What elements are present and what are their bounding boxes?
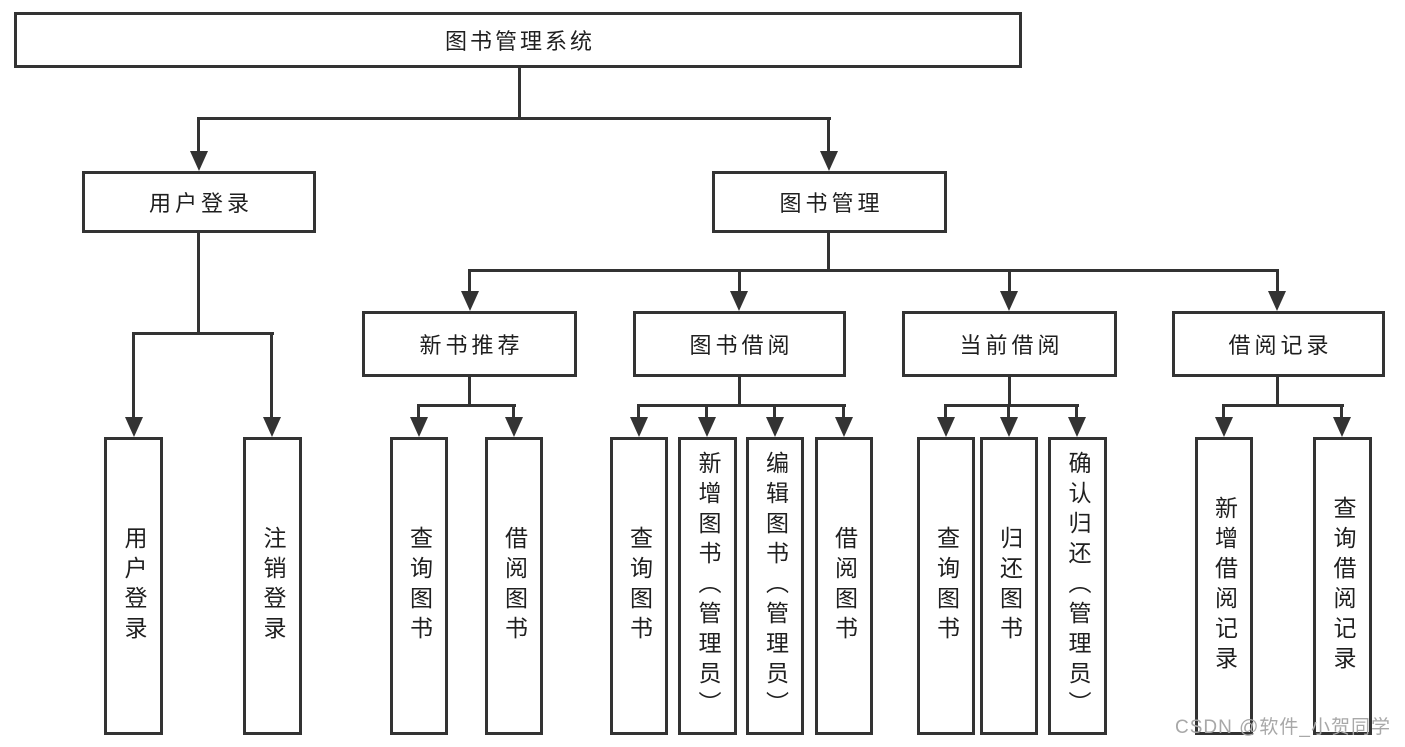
connector-line: [270, 332, 273, 419]
connector-line: [944, 404, 947, 419]
arrowhead-icon: [1000, 291, 1018, 311]
leaf-edit-books-admin: 编辑图书（管理员）: [746, 437, 804, 735]
arrowhead-icon: [820, 151, 838, 171]
connector-line: [738, 269, 741, 293]
leaf-add-borrow-record: 新增借阅记录: [1195, 437, 1253, 735]
node-label: 借阅图书: [501, 526, 528, 646]
connector-line: [944, 404, 1079, 407]
connector-line: [1222, 404, 1344, 407]
node-label: 用户登录: [148, 191, 253, 216]
node-label: 确认归还（管理员）: [1065, 451, 1091, 721]
connector-line: [1075, 404, 1078, 419]
leaf-return-books: 归还图书: [980, 437, 1038, 735]
node-label: 查询图书: [406, 526, 433, 646]
node-label: 归还图书: [996, 526, 1023, 646]
node-user-login: 用户登录: [82, 171, 316, 233]
arrowhead-icon: [1000, 417, 1018, 437]
node-borrowing-records: 借阅记录: [1172, 311, 1385, 377]
node-label: 查询图书: [626, 526, 653, 646]
node-label: 图书管理系统: [444, 29, 595, 54]
node-label: 新增图书（管理员）: [695, 451, 721, 721]
connector-line: [773, 404, 776, 419]
arrowhead-icon: [698, 417, 716, 437]
leaf-borrow-books: 借阅图书: [815, 437, 873, 735]
connector-line: [637, 404, 846, 407]
node-label: 借阅图书: [831, 526, 858, 646]
connector-line: [738, 377, 741, 407]
node-label: 当前借阅: [959, 333, 1064, 358]
arrowhead-icon: [937, 417, 955, 437]
connector-line: [197, 117, 200, 153]
arrowhead-icon: [263, 417, 281, 437]
connector-line: [468, 377, 471, 407]
node-label: 编辑图书（管理员）: [762, 451, 789, 721]
connector-line: [827, 233, 830, 272]
arrowhead-icon: [1333, 417, 1351, 437]
node-label: 查询借阅记录: [1330, 496, 1356, 676]
arrowhead-icon: [1268, 291, 1286, 311]
connector-line: [1222, 404, 1225, 419]
node-label: 新增借阅记录: [1211, 496, 1238, 676]
connector-line: [1007, 404, 1010, 419]
connector-line: [417, 404, 420, 419]
connector-line: [518, 66, 521, 119]
connector-line: [842, 404, 845, 419]
arrowhead-icon: [125, 417, 143, 437]
node-label: 借阅记录: [1228, 333, 1333, 358]
arrowhead-icon: [190, 151, 208, 171]
leaf-user-login: 用户登录: [104, 437, 163, 735]
arrowhead-icon: [461, 291, 479, 311]
node-label: 图书管理: [779, 191, 884, 216]
connector-line: [468, 269, 471, 293]
node-label: 用户登录: [121, 526, 147, 646]
node-new-book-recommendation: 新书推荐: [362, 311, 577, 377]
connector-line: [1008, 377, 1011, 407]
connector-line: [1008, 269, 1011, 293]
arrowhead-icon: [505, 417, 523, 437]
arrowhead-icon: [730, 291, 748, 311]
leaf-query-books-recommend: 查询图书: [390, 437, 448, 735]
connector-line: [827, 117, 830, 153]
connector-line: [1340, 404, 1343, 419]
arrowhead-icon: [1068, 417, 1086, 437]
leaf-query-borrow-record: 查询借阅记录: [1313, 437, 1372, 735]
connector-line: [705, 404, 708, 419]
connector-line: [468, 269, 1279, 272]
connector-line: [132, 332, 274, 335]
arrowhead-icon: [410, 417, 428, 437]
node-label: 查询图书: [933, 526, 960, 646]
connector-line: [1276, 269, 1279, 293]
node-current-borrowing: 当前借阅: [902, 311, 1117, 377]
leaf-add-books-admin: 新增图书（管理员）: [678, 437, 737, 735]
leaf-query-books-current: 查询图书: [917, 437, 975, 735]
arrowhead-icon: [630, 417, 648, 437]
connector-line: [197, 233, 200, 335]
connector-line: [512, 404, 515, 419]
node-book-borrowing: 图书借阅: [633, 311, 846, 377]
leaf-borrow-books-recommend: 借阅图书: [485, 437, 543, 735]
node-label: 新书推荐: [419, 333, 524, 358]
node-library-management-system: 图书管理系统: [14, 12, 1022, 68]
connector-line: [197, 117, 831, 120]
leaf-confirm-return-admin: 确认归还（管理员）: [1048, 437, 1107, 735]
arrowhead-icon: [766, 417, 784, 437]
leaf-logout: 注销登录: [243, 437, 302, 735]
node-book-management: 图书管理: [712, 171, 947, 233]
connector-line: [132, 332, 135, 419]
leaf-query-books-borrowing: 查询图书: [610, 437, 668, 735]
connector-line: [1276, 377, 1279, 407]
arrowhead-icon: [1215, 417, 1233, 437]
node-label: 图书借阅: [689, 333, 794, 358]
csdn-watermark: CSDN @软件_小贺同学: [1175, 717, 1391, 738]
arrowhead-icon: [835, 417, 853, 437]
connector-line: [417, 404, 516, 407]
node-label: 注销登录: [260, 526, 286, 646]
connector-line: [637, 404, 640, 419]
